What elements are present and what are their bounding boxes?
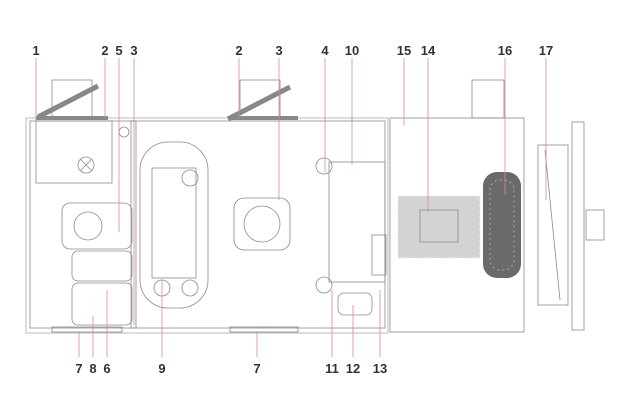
callout-label: 14 [421, 43, 436, 58]
roof-hatch-middle [226, 79, 298, 122]
callout-label: 10 [345, 43, 359, 58]
callout-label: 7 [75, 361, 82, 376]
callout-label: 16 [498, 43, 512, 58]
bulkhead-divider [130, 120, 137, 329]
callout-label: 2 [101, 43, 108, 58]
roof-hatch-left [36, 79, 108, 120]
callout-label: 7 [253, 361, 260, 376]
callout-label: 1 [32, 43, 39, 58]
left-compartment-cabinet [35, 120, 113, 184]
callout-label: 4 [321, 43, 329, 58]
callouts-bottom: 7 8 6 9 7 11 12 13 [75, 361, 387, 376]
trailer-platform [389, 117, 525, 333]
generator [419, 209, 459, 243]
center-seat [233, 197, 291, 251]
spare-tire [483, 172, 521, 278]
callout-label: 3 [275, 43, 282, 58]
rear-lift-assembly [537, 121, 605, 331]
stretcher [139, 141, 209, 309]
callout-label: 9 [158, 361, 165, 376]
ladder [471, 79, 505, 119]
callouts-top: 1 2 5 3 2 3 4 10 15 14 16 17 [32, 43, 553, 58]
callout-label: 11 [325, 361, 339, 376]
callout-label: 12 [346, 361, 360, 376]
callout-label: 2 [235, 43, 242, 58]
callout-label: 3 [130, 43, 137, 58]
equipment-cabinet [328, 161, 386, 283]
fan-icon [77, 156, 95, 174]
callout-label: 5 [115, 43, 122, 58]
side-door-middle [229, 326, 299, 333]
side-door-left [51, 326, 123, 333]
callout-label: 13 [373, 361, 387, 376]
callout-label: 15 [397, 43, 411, 58]
callout-label: 17 [539, 43, 553, 58]
callout-label: 6 [103, 361, 110, 376]
washbasin [337, 292, 373, 316]
leader-lines [35, 58, 547, 357]
callout-label: 8 [89, 361, 96, 376]
seat-unit [61, 202, 133, 250]
vehicle-body-outline [25, 117, 389, 334]
